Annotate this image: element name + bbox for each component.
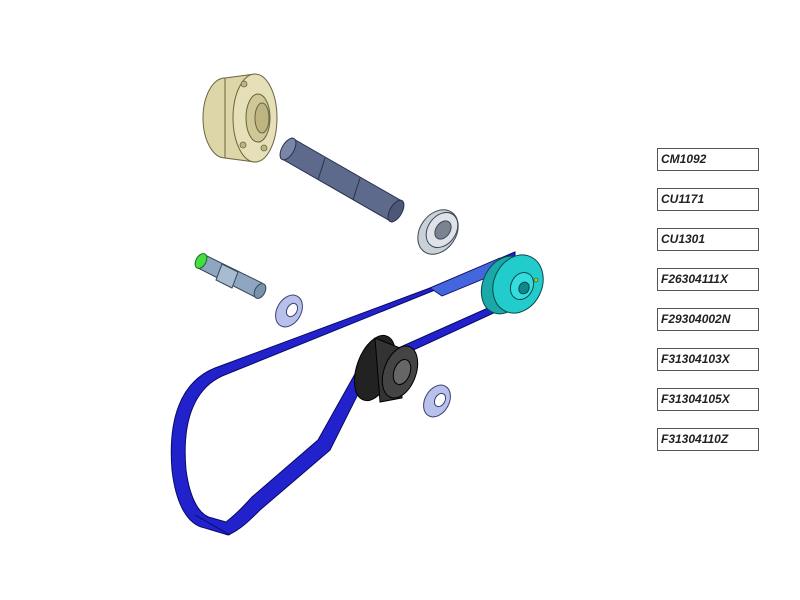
part-label-cm1092[interactable]: CM1092 [657,148,759,171]
part-label-f29304002n[interactable]: F29304002N [657,308,759,331]
timing-belt[interactable] [170,251,516,536]
shaft-part[interactable] [277,136,407,225]
part-label-cu1171[interactable]: CU1171 [657,188,759,211]
ball-bearing-part[interactable] [409,202,466,262]
pin-part[interactable] [193,252,269,301]
part-label-cu1301[interactable]: CU1301 [657,228,759,251]
part-label-f26304111x[interactable]: F26304111X [657,268,759,291]
washer-lower-part[interactable] [418,380,456,421]
idler-pulley-part[interactable] [346,330,424,406]
part-label-f31304110z[interactable]: F31304110Z [657,428,759,451]
part-label-f31304103x[interactable]: F31304103X [657,348,759,371]
part-label-f31304105x[interactable]: F31304105X [657,388,759,411]
part-number-list: CM1092 CU1171 CU1301 F26304111X F2930400… [657,148,759,468]
flange-part[interactable] [202,73,278,163]
drive-pulley-part[interactable] [472,247,552,322]
washer-upper-part[interactable] [270,290,308,331]
